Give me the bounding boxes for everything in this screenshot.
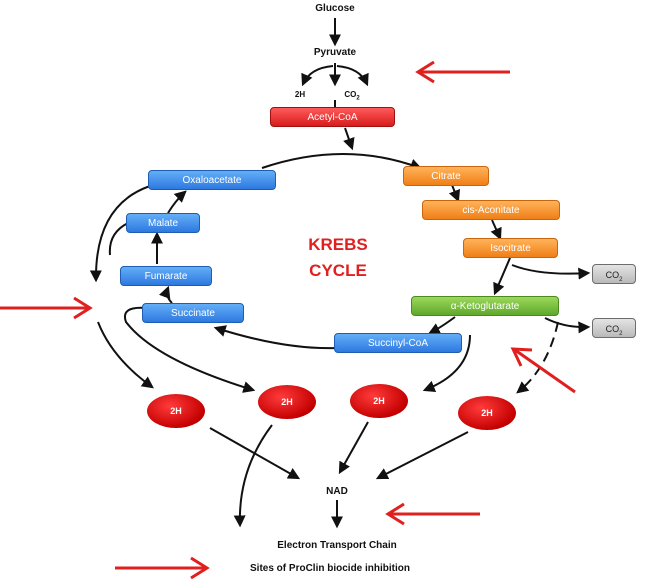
two-h-oval-3: 2H xyxy=(350,384,408,418)
co2-box-upper: CO2 xyxy=(592,264,636,284)
acetylcoa-to-citrate-arrow xyxy=(343,127,355,151)
citrate-node: Citrate xyxy=(403,166,489,186)
succinate-node: Succinate xyxy=(142,303,244,323)
isocitrate-node: Isocitrate xyxy=(463,238,558,258)
succinate-to-fumarate-arrow xyxy=(159,285,173,304)
cis-aconitate-node: cis-Aconitate xyxy=(422,200,560,220)
acetyl-coa-node: Acetyl-CoA xyxy=(270,107,395,127)
inhibition-arrow-nad xyxy=(385,502,480,526)
malate-to-oxaloacetate-arrow xyxy=(167,190,187,214)
glucose-label: Glucose xyxy=(315,3,355,14)
oval3-to-nad-arrow xyxy=(338,421,369,475)
citrate-to-cisaconitate-arrow xyxy=(448,184,461,203)
oxaloacetate-outer-loop-arrow xyxy=(89,185,151,283)
oval2-to-etc-arrow xyxy=(233,424,273,528)
pyruvate-right-branch-arrow xyxy=(336,65,369,87)
arrow-to-oval-4 xyxy=(516,321,559,394)
nad-label: NAD xyxy=(326,486,348,497)
pyruvate-label: Pyruvate xyxy=(313,47,357,58)
oxaloacetate-node: Oxaloacetate xyxy=(148,170,276,190)
isocitrate-to-akg-arrow xyxy=(493,257,511,296)
arrow-to-oval-3 xyxy=(422,334,471,393)
oval4-to-nad-arrow xyxy=(375,431,469,480)
cisaconitate-to-isocitrate-arrow xyxy=(490,219,502,241)
akg-to-co2-arrow xyxy=(544,317,591,334)
electron-transport-chain-label: Electron Transport Chain xyxy=(277,540,397,551)
co2-box-lower: CO2 xyxy=(592,318,636,338)
arrow-to-oval-1 xyxy=(97,321,154,389)
inhibition-arrow-pyruvate xyxy=(415,60,510,84)
krebs-title-line-1: KREBS xyxy=(308,235,368,254)
krebs-title-line-2: CYCLE xyxy=(309,261,367,280)
pyruvate-co2-label: CO2 xyxy=(344,90,360,102)
krebs-cycle-title: KREBS CYCLE xyxy=(308,232,368,284)
akg-to-succinylcoa-arrow xyxy=(427,316,456,335)
two-h-label: 2H xyxy=(294,90,306,99)
arrow-to-oval-2 xyxy=(123,306,256,393)
alpha-ketoglutarate-node: α-Ketoglutarate xyxy=(411,296,559,316)
oxaloacetate-to-citrate-arc xyxy=(261,153,423,171)
isocitrate-to-co2-arrow xyxy=(511,264,591,280)
two-h-oval-2: 2H xyxy=(258,385,316,419)
two-h-oval-1: 2H xyxy=(147,394,205,428)
legend-red-arrow xyxy=(115,556,210,580)
fumarate-node: Fumarate xyxy=(120,266,212,286)
inhibition-arrow-left xyxy=(0,296,93,320)
succinyl-coa-node: Succinyl-CoA xyxy=(334,333,462,353)
legend-label: Sites of ProClin biocide inhibition xyxy=(250,563,410,574)
two-h-oval-4: 2H xyxy=(458,396,516,430)
inhibition-arrow-akg xyxy=(510,347,576,394)
succinylcoa-to-succinate-arc xyxy=(213,325,339,350)
pyruvate-left-branch-arrow xyxy=(301,65,334,87)
malate-node: Malate xyxy=(126,213,200,233)
